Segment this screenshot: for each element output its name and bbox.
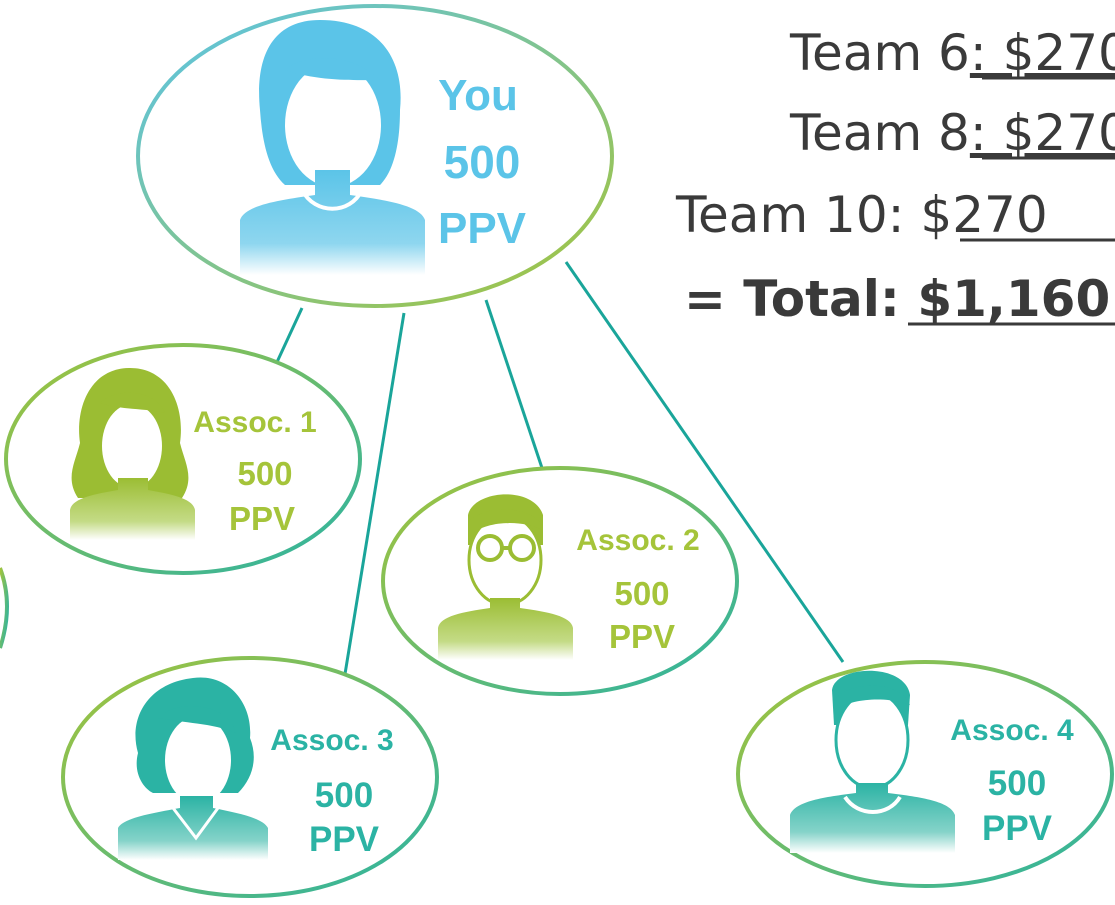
total-prefix: = Total: (684, 270, 917, 328)
team-10-line: Team 10: $270 (675, 186, 1048, 244)
node-assoc2-ring (381, 466, 739, 696)
team-10-amount: 270 (952, 186, 1047, 244)
male-avatar-icon (790, 670, 955, 853)
node-assoc1-label: Assoc. 1 (193, 406, 316, 439)
node-you[interactable]: You 500 PPV (136, 4, 614, 308)
team-8-line: Team 8: $270 (789, 104, 1115, 162)
node-assoc2-value: 500 (614, 575, 669, 612)
female-curly-avatar-icon (70, 368, 195, 540)
node-you-unit: PPV (438, 204, 527, 253)
node-you-label: You (438, 71, 518, 120)
node-assoc1-value: 500 (237, 455, 292, 492)
team-8-prefix: Team 8 (789, 104, 970, 162)
node-you-value: 500 (444, 136, 521, 188)
connector-you-assoc4 (564, 261, 845, 663)
node-assoc4-unit: PPV (982, 809, 1053, 848)
node-assoc2-label: Assoc. 2 (576, 524, 699, 557)
node-assoc3-unit: PPV (309, 820, 380, 859)
node-assoc1[interactable]: Assoc. 1 500 PPV (4, 343, 362, 575)
team-6-prefix: Team 6 (789, 24, 970, 82)
total-line: = Total: $1,160.0 (684, 270, 1115, 328)
male-glasses-avatar-icon (438, 494, 573, 660)
team-earnings: Team 6: $270 Team 8: $270 Team 10: $270 … (675, 24, 1115, 328)
node-assoc3-label: Assoc. 3 (270, 724, 393, 757)
team-10-prefix: Team 10: $ (675, 186, 952, 244)
female-wavy-avatar-icon (118, 677, 268, 860)
team-8-amount: : $270 (970, 104, 1115, 162)
connector-you-assoc2 (484, 299, 544, 469)
node-assoc2[interactable]: Assoc. 2 500 PPV (381, 466, 739, 696)
offscreen-node-edge (0, 567, 9, 649)
node-assoc3-ring (61, 656, 439, 898)
node-assoc3[interactable]: Assoc. 3 500 PPV (61, 656, 439, 898)
node-assoc3-value: 500 (315, 776, 373, 815)
female-avatar-icon (240, 20, 425, 275)
connector-you-assoc3 (343, 312, 406, 675)
team-6-amount: : $270 (970, 24, 1115, 82)
node-assoc1-unit: PPV (229, 500, 295, 537)
node-assoc4-value: 500 (988, 764, 1046, 803)
team-6-line: Team 6: $270 (789, 24, 1115, 82)
node-assoc4-label: Assoc. 4 (950, 714, 1074, 747)
node-assoc4[interactable]: Assoc. 4 500 PPV (736, 660, 1114, 888)
total-amount: $1,160.0 (917, 270, 1115, 328)
node-assoc2-unit: PPV (609, 618, 675, 655)
